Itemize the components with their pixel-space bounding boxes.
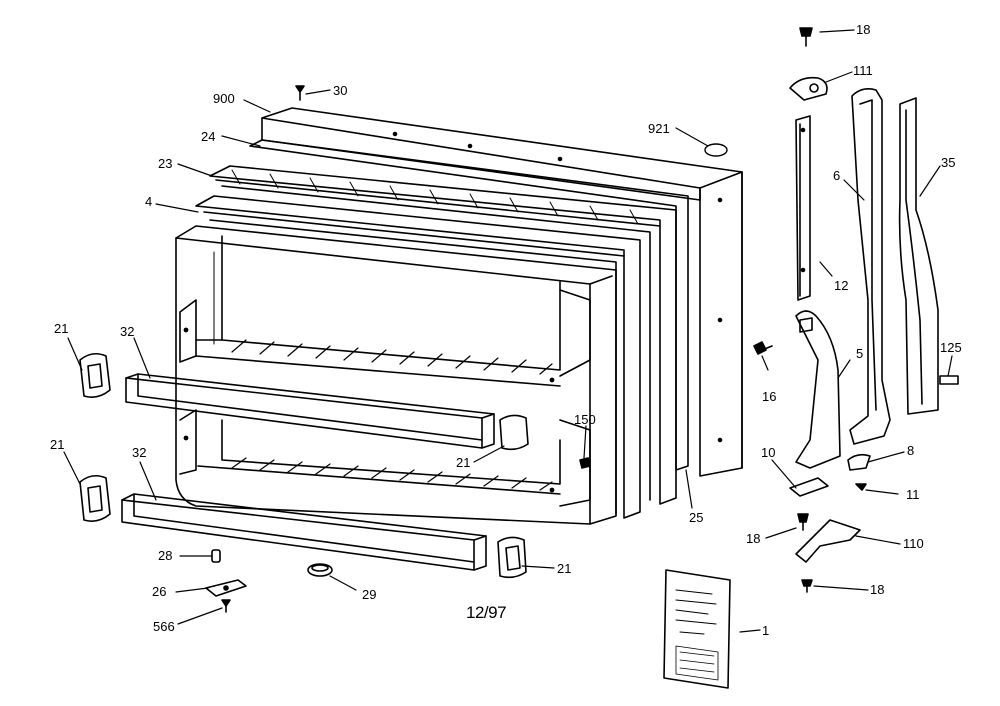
screw-30 (295, 85, 305, 101)
screw-18-top (799, 27, 813, 47)
shelf-end-cap-left-lower (79, 474, 111, 522)
shelf-end-cap-right-lower (497, 536, 527, 579)
leader-lines (63, 29, 953, 633)
label-part-6: 6 (833, 168, 841, 183)
hinge-10 (789, 477, 829, 497)
label-part-21-d: 21 (557, 561, 572, 576)
label-part-12: 12 (834, 278, 849, 293)
screw-11 (855, 483, 867, 491)
label-part-900: 900 (213, 91, 235, 106)
label-part-24: 24 (201, 129, 216, 144)
label-part-21-a: 21 (54, 321, 69, 336)
label-part-8: 8 (907, 443, 915, 458)
label-part-35: 35 (941, 155, 956, 170)
label-part-25: 25 (689, 510, 704, 525)
stop-28 (211, 549, 221, 563)
label-part-21-b: 21 (456, 455, 471, 470)
label-part-150: 150 (574, 412, 596, 427)
label-part-1: 1 (762, 623, 770, 638)
hinge-bracket-110 (795, 519, 861, 563)
label-part-5: 5 (856, 346, 864, 361)
screw-18-bottom (801, 579, 813, 593)
label-part-32-lower: 32 (132, 445, 147, 460)
door-shelf-bar-lower (121, 493, 487, 571)
label-part-29: 29 (362, 587, 377, 602)
screw-125 (939, 375, 959, 385)
owners-manual-1 (663, 569, 731, 689)
shelf-end-cap-left-upper (79, 352, 111, 398)
screw-16 (753, 341, 773, 355)
diagram-date-code: 12/97 (466, 603, 507, 622)
hinge-bar-12 (795, 115, 811, 301)
label-part-28: 28 (158, 548, 173, 563)
hole-plug (704, 143, 728, 157)
label-part-125: 125 (940, 340, 962, 355)
label-part-111: 111 (853, 63, 873, 78)
door-handle-6 (849, 88, 891, 445)
label-part-18-top: 18 (856, 22, 871, 37)
label-part-11: 11 (906, 487, 920, 502)
label-part-110: 110 (903, 536, 924, 551)
hinge-pin-8 (847, 453, 871, 471)
label-part-18-bottom: 18 (870, 582, 885, 597)
label-part-16: 16 (762, 389, 777, 404)
label-part-921: 921 (648, 121, 670, 136)
label-part-30: 30 (333, 83, 348, 98)
label-part-4: 4 (145, 194, 153, 209)
door-frame-24 (249, 139, 689, 471)
door-shelf-bar-upper (125, 373, 495, 449)
shelf-end-cap-right-upper (499, 414, 529, 451)
handle-trim-35 (898, 97, 939, 415)
screw-566 (221, 599, 231, 613)
screw-18-mid (797, 513, 809, 531)
door-outer-panel (261, 107, 743, 477)
label-part-21-c: 21 (50, 437, 65, 452)
label-part-32-upper: 32 (120, 324, 135, 339)
label-part-26: 26 (152, 584, 167, 599)
label-part-566: 566 (153, 619, 175, 634)
lower-hinge-5 (795, 310, 841, 469)
label-part-18-mid: 18 (746, 531, 761, 546)
screw-150 (579, 457, 591, 469)
inner-door-liner (175, 225, 617, 525)
button-29 (307, 563, 333, 577)
bracket-26 (205, 579, 247, 597)
hinge-111 (789, 76, 828, 101)
label-part-10: 10 (761, 445, 776, 460)
door-gasket-23 (209, 165, 677, 505)
label-part-23: 23 (158, 156, 173, 171)
